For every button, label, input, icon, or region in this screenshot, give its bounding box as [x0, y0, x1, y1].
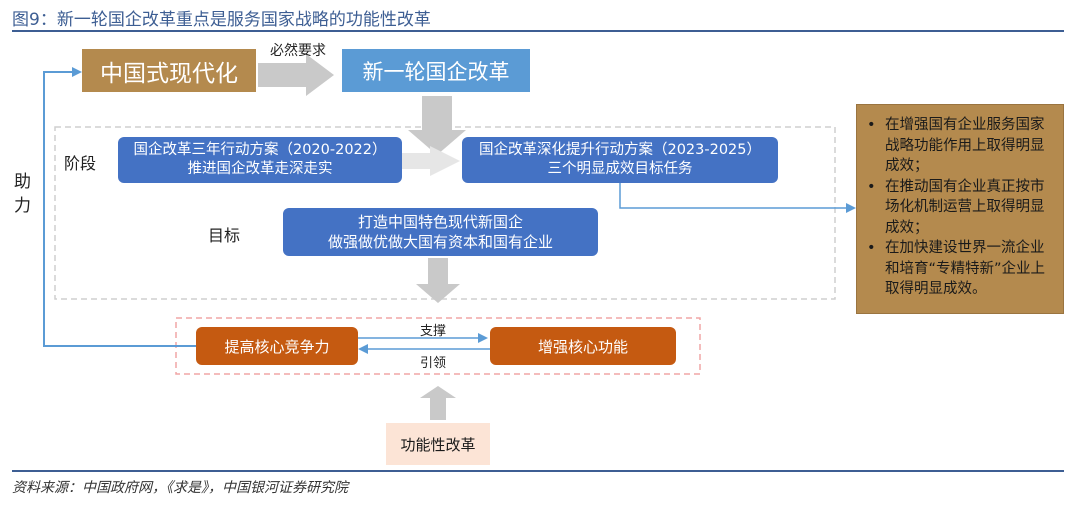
requirement-arrow — [258, 54, 334, 96]
result-item: •在推动国有企业真正按市场化机制运营上取得明显成效； — [867, 178, 1045, 236]
guide-label: 引领 — [420, 356, 447, 371]
bullet-icon: • — [867, 178, 876, 195]
modernization-box: 中国式现代化 — [82, 49, 256, 92]
assist-loop-line — [43, 71, 196, 347]
result-item: •在加快建设世界一流企业和培育“专精特新”企业上取得明显成效。 — [867, 240, 1046, 297]
assist-arrowhead — [72, 67, 82, 77]
bullet-icon: • — [867, 240, 876, 256]
plan1-line2: 推进国企改革走深走实 — [187, 161, 333, 177]
result-item: •在增强国有企业服务国家战略功能作用上取得明显成效； — [867, 117, 1045, 174]
functional-up-arrow — [420, 386, 456, 420]
reform-down-arrow — [408, 96, 466, 155]
results-panel: •在增强国有企业服务国家战略功能作用上取得明显成效； •在推动国有企业真正按市场… — [856, 104, 1064, 314]
modernization-label: 中国式现代化 — [100, 60, 238, 87]
competitiveness-label: 提高核心竞争力 — [224, 337, 330, 356]
bullet-icon: • — [867, 117, 876, 133]
competitiveness-box: 提高核心竞争力 — [196, 327, 358, 365]
goal-down-arrow — [416, 258, 460, 303]
plan2-line1: 国企改革深化提升行动方案（2023-2025） — [478, 142, 762, 158]
plan1-line1: 国企改革三年行动方案（2020-2022） — [133, 142, 387, 158]
plan-2020-2022-box: 国企改革三年行动方案（2020-2022） 推进国企改革走深走实 — [118, 137, 402, 183]
stage-label: 阶段 — [64, 154, 97, 173]
support-arrowhead — [478, 333, 488, 343]
source-note: 资料来源：中国政府网，《求是》，中国银河证券研究院 — [12, 480, 348, 496]
requirement-label: 必然要求 — [270, 43, 326, 59]
functional-reform-label: 功能性改革 — [400, 435, 476, 454]
guide-arrowhead — [358, 344, 368, 354]
functional-reform-box: 功能性改革 — [386, 423, 490, 465]
goal-box: 打造中国特色现代新国企 做强做优做大国有资本和国有企业 — [283, 208, 598, 256]
plan-2023-2025-box: 国企改革深化提升行动方案（2023-2025） 三个明显成效目标任务 — [462, 137, 778, 183]
figure-title: 图9：新一轮国企改革重点是服务国家战略的功能性改革 — [12, 10, 431, 30]
assist-label: 助 力 — [14, 172, 31, 216]
reform-box: 新一轮国企改革 — [342, 49, 530, 92]
goal-label: 目标 — [208, 226, 241, 245]
source-rule — [12, 470, 1064, 472]
goal-line1: 打造中国特色现代新国企 — [357, 213, 523, 231]
core-function-box: 增强核心功能 — [490, 327, 676, 365]
results-arrowhead — [846, 203, 856, 213]
stage-right-arrow — [402, 146, 460, 176]
title-rule — [12, 30, 1064, 32]
results-connector-line — [619, 182, 850, 209]
goal-line2: 做强做优做大国有资本和国有企业 — [327, 233, 553, 251]
plan2-line2: 三个明显成效目标任务 — [547, 161, 693, 177]
support-label: 支撑 — [420, 324, 447, 339]
reform-label: 新一轮国企改革 — [362, 59, 510, 84]
core-function-label: 增强核心功能 — [537, 337, 628, 356]
